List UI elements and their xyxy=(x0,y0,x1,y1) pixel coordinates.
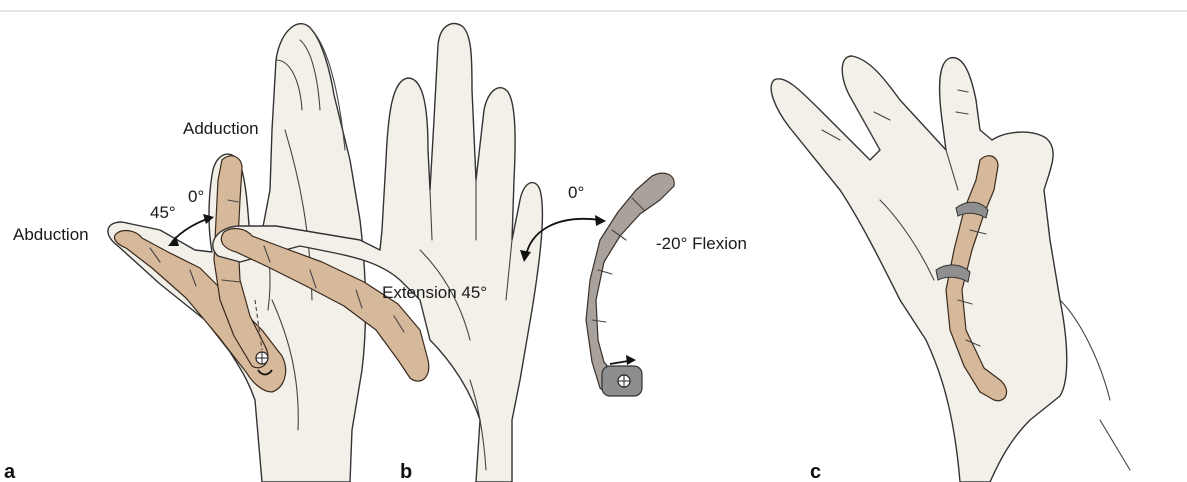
panel-c-hand-outline xyxy=(771,56,1067,482)
panel-c xyxy=(771,56,1130,482)
panel-a-angle-arrow xyxy=(172,218,210,242)
panel-b-angle-0-label: 0° xyxy=(568,183,584,202)
panel-b-flexion-label: -20° Flexion xyxy=(656,234,747,253)
panel-a-adduction-label: Adduction xyxy=(183,119,259,138)
panel-b-extension-label: Extension 45° xyxy=(382,283,487,302)
panel-a-letter: a xyxy=(4,461,16,482)
panel-b-letter: b xyxy=(400,461,412,482)
panel-a-angle-45-label: 45° xyxy=(150,203,176,222)
panel-c-letter: c xyxy=(810,461,821,482)
panel-a-angle-0-label: 0° xyxy=(188,187,204,206)
panel-a-abduction-label: Abduction xyxy=(13,225,89,244)
